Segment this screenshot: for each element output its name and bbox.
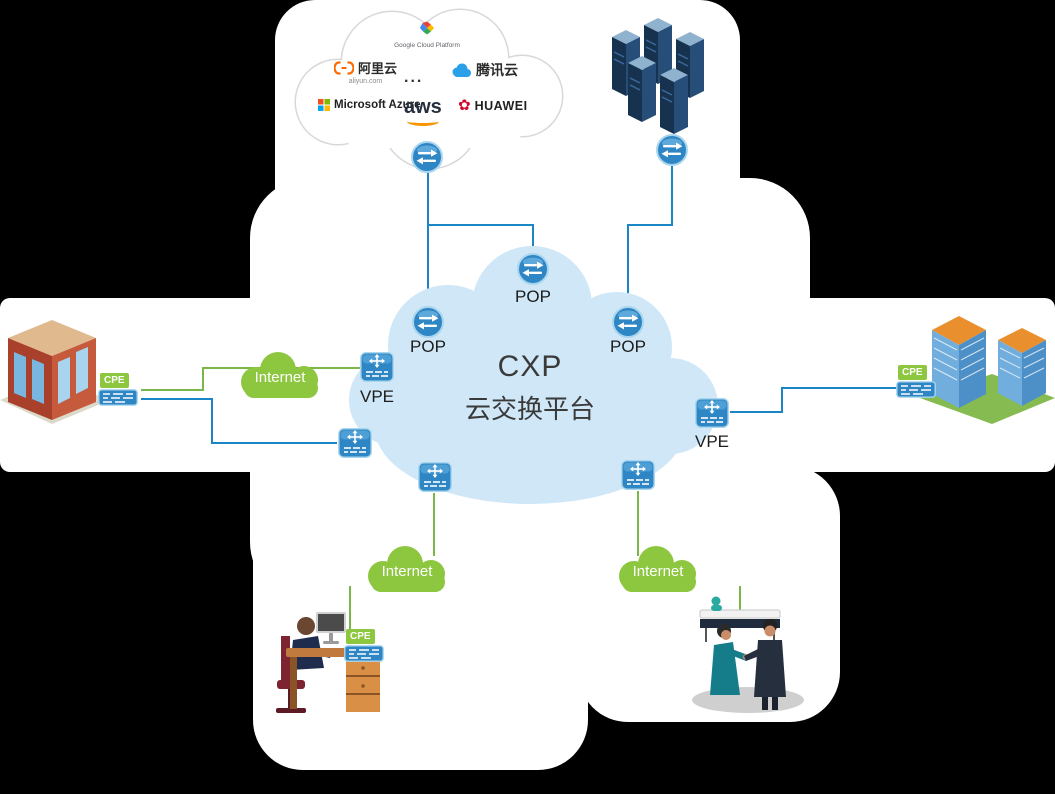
huawei-label: HUAWEI	[474, 98, 528, 113]
google-cloud-label: Google Cloud Platform	[394, 42, 460, 49]
vpe-label-right: VPE	[694, 432, 730, 451]
tencent-cloud-icon	[452, 63, 471, 77]
cpe-right: CPE	[896, 362, 942, 403]
server-tower	[660, 68, 688, 134]
cpe-left: CPE	[98, 370, 144, 411]
azure-label: Microsoft Azure	[334, 99, 421, 111]
public-cloud-router-icon	[411, 141, 443, 173]
internet-label: Internet	[632, 563, 684, 580]
vpe-label-left: VPE	[359, 387, 395, 406]
google-cloud-icon	[420, 21, 434, 35]
provider-logos: Google Cloud Platform 阿里云 aliyun.com ...	[290, 5, 565, 167]
pop-router-icon-top	[517, 253, 549, 285]
internet-label: Internet	[254, 369, 306, 386]
aws-smile-icon	[407, 117, 439, 126]
cpe-desk: CPE	[344, 626, 390, 667]
handshake-scene	[692, 596, 804, 713]
datacenter-router-icon	[656, 134, 688, 166]
internet-cloud-bottom-left: Internet	[359, 540, 455, 596]
internet-cloud-left: Internet	[232, 346, 328, 402]
home-office-scene	[276, 612, 381, 713]
aliyun-label: 阿里云	[358, 61, 398, 76]
cpe-device-icon	[98, 389, 144, 411]
cpe-tag: CPE	[898, 365, 927, 380]
pop-label-right: POP	[610, 337, 646, 356]
cpe-device-icon	[344, 645, 390, 667]
aws-label: aws	[404, 96, 442, 118]
buildings-right	[920, 316, 1055, 424]
tencent-cloud-logo: 腾讯云	[450, 60, 518, 80]
server-tower	[628, 56, 656, 122]
blue-links	[141, 166, 897, 444]
more-providers-ellipsis: ...	[404, 69, 424, 86]
aws-logo: aws	[404, 97, 442, 126]
cpe-tag: CPE	[346, 629, 375, 644]
aliyun-icon	[334, 60, 354, 75]
cxp-title: CXP	[497, 350, 563, 383]
internet-cloud-bottom-right: Internet	[610, 540, 706, 596]
google-cloud-logo: Google Cloud Platform	[385, 20, 469, 49]
internet-cloud-shape	[368, 546, 445, 592]
vpe-switch-icon-left-bottom	[338, 428, 372, 458]
internet-cloud-shape	[241, 352, 318, 398]
internet-label: Internet	[381, 563, 433, 580]
building-left	[0, 320, 110, 424]
pop-label-left: POP	[410, 337, 446, 356]
tencent-cloud-label: 腾讯云	[476, 62, 518, 78]
pop-router-icon-left	[412, 306, 444, 338]
aliyun-logo: 阿里云 aliyun.com	[334, 58, 397, 85]
internet-cloud-shape	[619, 546, 696, 592]
azure-icon	[318, 99, 330, 111]
central-cloud-shape	[349, 246, 718, 504]
huawei-icon: ✿	[458, 97, 471, 114]
cxp-subtitle: 云交换平台	[464, 394, 595, 424]
content-backdrop	[0, 0, 1055, 770]
cpe-tag: CPE	[100, 373, 129, 388]
vpe-switch-icon-left-top	[360, 352, 394, 382]
vpe-switch-icon-right	[695, 398, 729, 428]
pop-label-top: POP	[515, 287, 551, 306]
aliyun-domain: aliyun.com	[348, 78, 383, 85]
huawei-logo: ✿ HUAWEI	[458, 98, 528, 113]
vpe-switch-icon-bottom-right	[621, 460, 655, 490]
vpe-switch-icon-bottom-left	[418, 462, 452, 492]
pop-router-icon-right	[612, 306, 644, 338]
datacenter-servers	[612, 18, 704, 134]
connection-lines	[141, 166, 897, 637]
central-cloud-title-block: CXP 云交换平台	[430, 350, 630, 426]
cpe-device-icon	[896, 381, 942, 403]
azure-logo: Microsoft Azure	[318, 99, 420, 111]
